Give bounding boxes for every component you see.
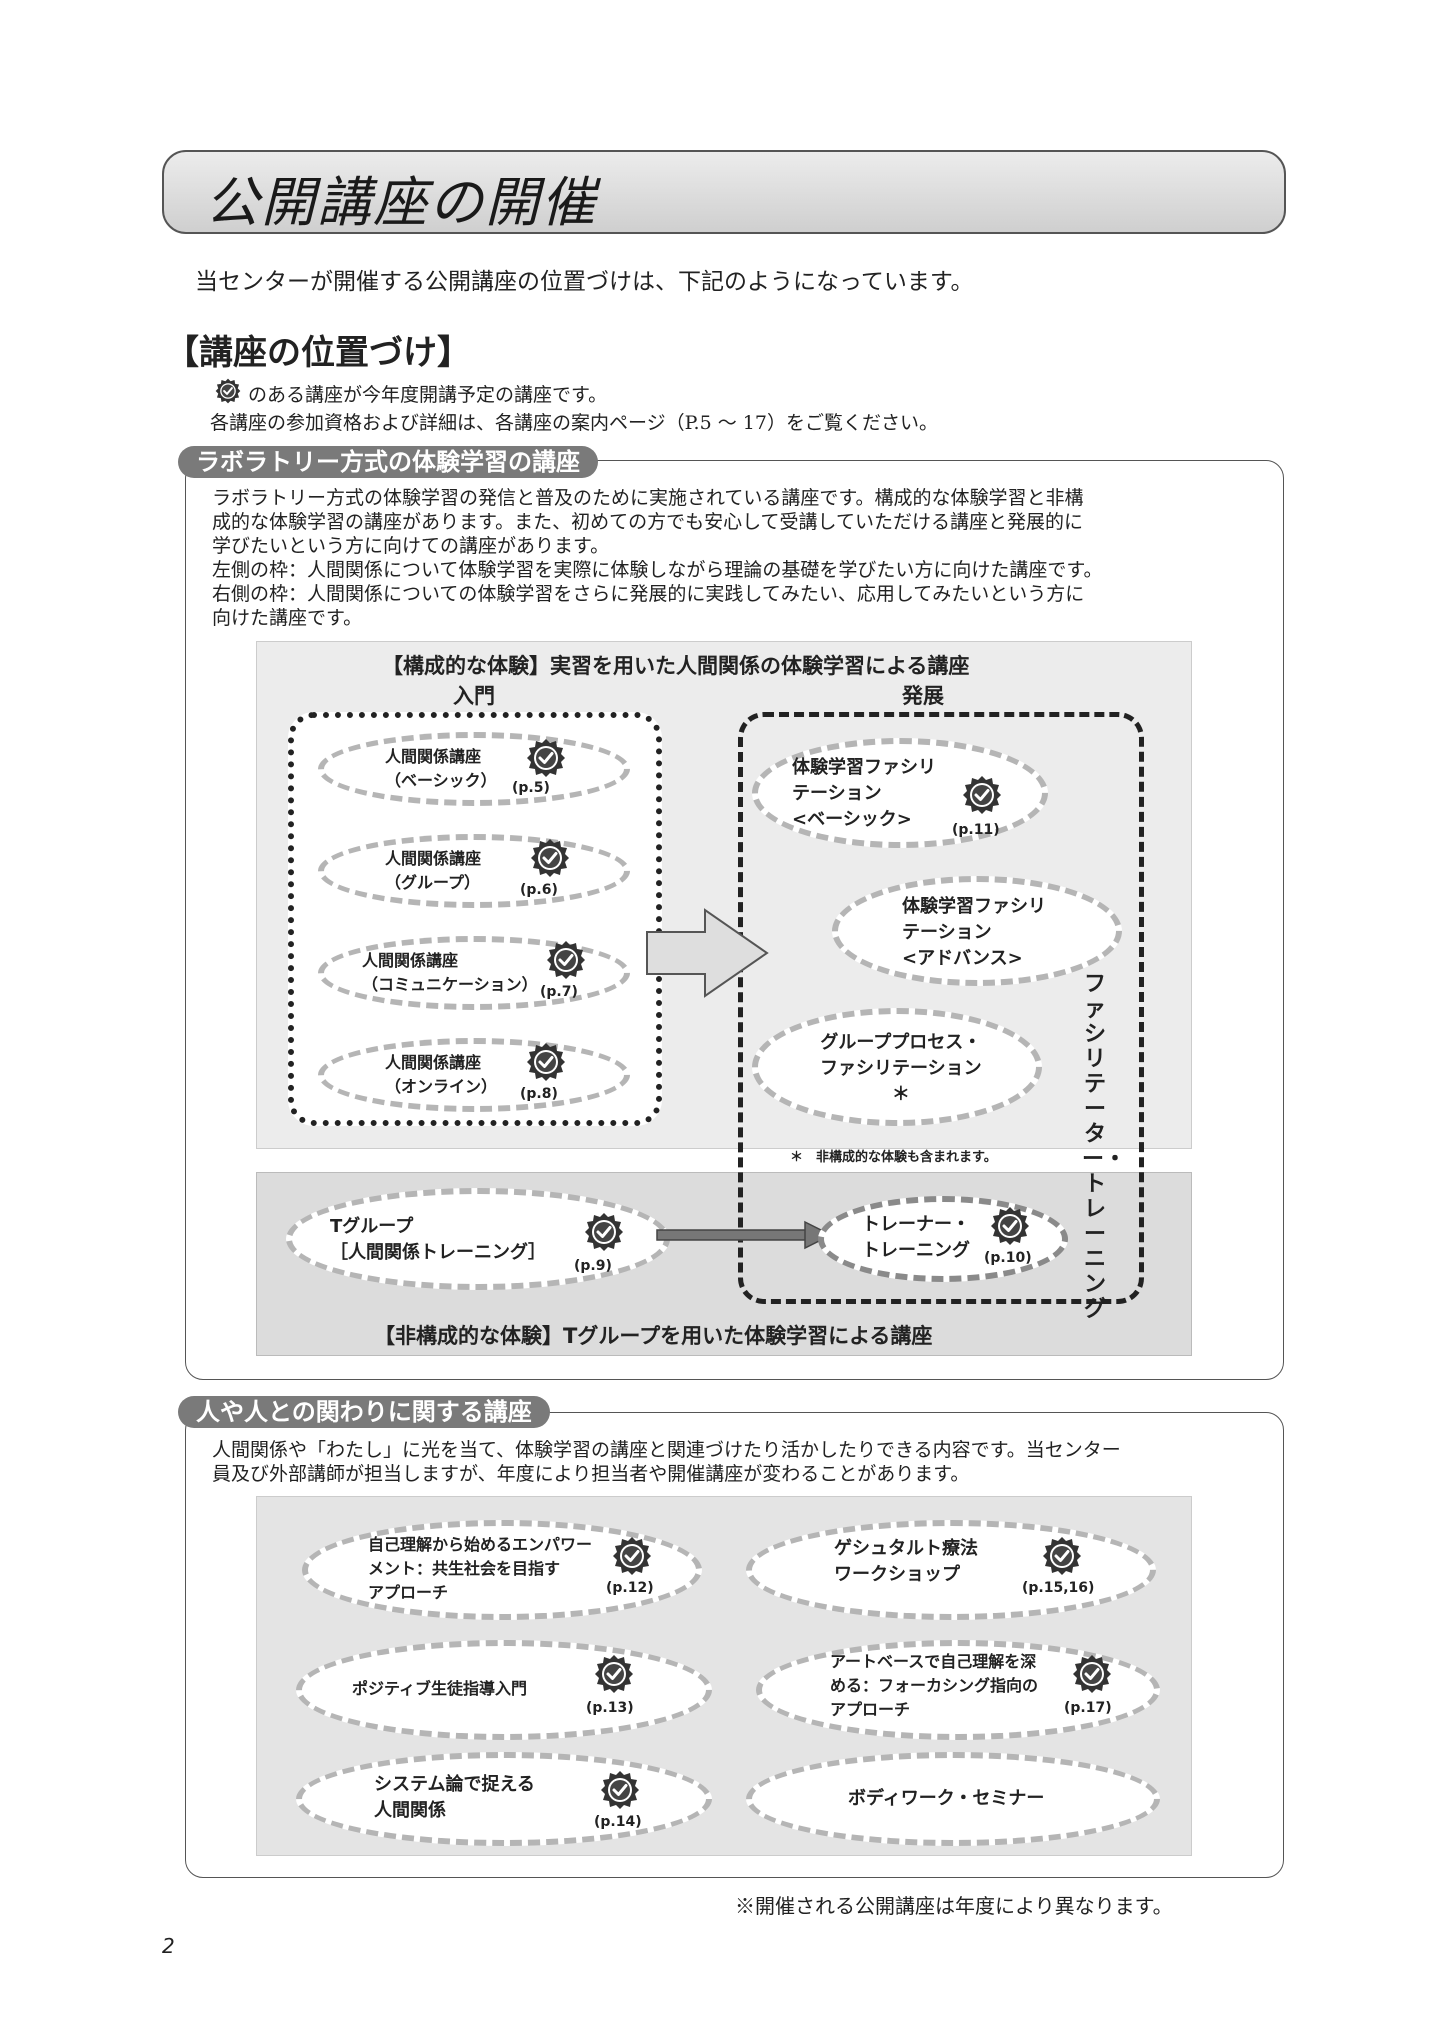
- course-name: Tグループ ［人間関係トレーニング］: [330, 1216, 546, 1263]
- relations-desc-line: 員及び外部講師が担当しますが、年度により担当者や開催講座が変わることがあります。: [212, 1463, 970, 1485]
- course-name: グループプロセス・ ファシリテーション ＊: [820, 1032, 982, 1105]
- advanced-label: 発展: [902, 684, 944, 708]
- unstructured-title: 【非構成的な体験】Tグループを用いた体験学習による講座: [374, 1324, 933, 1348]
- course-name: ボディワーク・セミナー: [848, 1788, 1045, 1809]
- course-name: アートベースで自己理解を深 める：フォーカシング指向の アプローチ: [830, 1652, 1039, 1719]
- check-badge-icon: [594, 1654, 634, 1694]
- course-name: ゲシュタルト療法 ワークショップ: [834, 1538, 978, 1585]
- page-ref: (p.6): [520, 882, 558, 898]
- bottom-note: ※開催される公開講座は年度により異なります。: [735, 1894, 1173, 1918]
- check-badge-icon: [600, 1770, 640, 1810]
- course-name: 人間関係講座 （コミュニケーション）: [362, 951, 538, 994]
- lab-section-tab: ラボラトリー方式の体験学習の講座: [178, 446, 598, 478]
- course-ellipse[interactable]: [318, 834, 630, 908]
- title-banner: [162, 150, 1286, 234]
- lab-desc-line: 左側の枠：人間関係について体験学習を実際に体験しながら理論の基礎を学びたい方に向…: [212, 559, 1103, 581]
- progression-arrow-icon: [656, 1220, 833, 1250]
- facilitator-training-label: ファシリテーター・トレーニング: [1082, 972, 1127, 1322]
- page-title: 公開講座の開催: [205, 171, 597, 234]
- page-ref: (p.7): [540, 984, 578, 1000]
- check-badge-icon: [1042, 1536, 1082, 1576]
- check-badge-icon: [990, 1206, 1030, 1246]
- course-ellipse[interactable]: [318, 732, 630, 806]
- lab-desc-line: 学びたいという方に向けての講座があります。: [212, 535, 610, 557]
- course-ellipse[interactable]: [318, 936, 630, 1010]
- course-name: システム論で捉える 人間関係: [374, 1774, 535, 1821]
- check-badge-icon: [526, 738, 566, 778]
- page-ref: (p.13): [586, 1700, 634, 1716]
- relations-description: 人間関係や「わたし」に光を当て、体験学習の講座と関連づけたり活かしたりできる内容…: [212, 1438, 1272, 1486]
- course-ellipse[interactable]: [818, 1196, 1068, 1282]
- page-ref: (p.5): [512, 780, 550, 796]
- course-name: 人間関係講座 （オンライン）: [385, 1053, 498, 1096]
- course-ellipse[interactable]: [286, 1188, 670, 1290]
- course-name: 人間関係講座 （ベーシック）: [385, 747, 497, 790]
- page-ref: (p.9): [574, 1258, 612, 1274]
- page-number: 2: [162, 1934, 175, 1958]
- course-name: 体験学習ファシリ テーション <アドバンス>: [902, 896, 1046, 969]
- advanced-frame: [738, 712, 1144, 1304]
- check-badge-icon: [526, 1042, 566, 1082]
- page-ref: (p.12): [606, 1580, 654, 1596]
- section-heading: 【講座の位置づけ】: [165, 333, 471, 373]
- progression-arrow-icon: [646, 908, 769, 998]
- course-ellipse[interactable]: [296, 1640, 712, 1740]
- course-ellipse[interactable]: [752, 1008, 1042, 1126]
- intro-text: 当センターが開催する公開講座の位置づけは、下記のようになっています。: [195, 269, 974, 295]
- course-name: 体験学習ファシリ テーション <ベーシック>: [792, 757, 936, 830]
- lab-desc-line: 向けた講座です。: [212, 607, 363, 629]
- course-ellipse[interactable]: [746, 1520, 1156, 1620]
- check-badge-icon: [530, 838, 570, 878]
- lab-description: ラボラトリー方式の体験学習の発信と普及のために実施されている講座です。構成的な体…: [212, 486, 1272, 630]
- footnote: ＊ 非構成的な体験も含まれます。: [790, 1150, 997, 1165]
- course-ellipse[interactable]: [296, 1752, 712, 1846]
- course-name: 人間関係講座 （グループ）: [385, 849, 482, 892]
- course-name: トレーナー・ トレーニング: [862, 1214, 970, 1261]
- page-ref: (p.15,16): [1022, 1580, 1095, 1596]
- relations-desc-line: 人間関係や「わたし」に光を当て、体験学習の講座と関連づけたり活かしたりできる内容…: [212, 1439, 1121, 1461]
- check-badge-icon: [584, 1212, 624, 1252]
- course-ellipse[interactable]: [746, 1752, 1160, 1846]
- page-ref: (p.17): [1064, 1700, 1112, 1716]
- course-name: ポジティブ生徒指導入門: [352, 1679, 528, 1698]
- lab-desc-line: 右側の枠：人間関係についての体験学習をさらに発展的に実践してみたい、応用してみた…: [212, 583, 1085, 605]
- relations-section-tab: 人や人との関わりに関する講座: [178, 1396, 550, 1428]
- page-ref: (p.14): [594, 1814, 642, 1830]
- intro-label: 入門: [453, 684, 495, 708]
- check-badge-icon: [612, 1536, 652, 1576]
- lab-desc-line: ラボラトリー方式の体験学習の発信と普及のために実施されている講座です。構成的な体…: [212, 487, 1084, 509]
- lab-desc-line: 成的な体験学習の講座があります。また、初めての方でも安心して受講していただける講…: [212, 511, 1083, 533]
- check-badge-icon: [962, 775, 1002, 815]
- course-ellipse[interactable]: [318, 1038, 630, 1112]
- check-badge-icon: [1072, 1654, 1112, 1694]
- page-ref: (p.10): [984, 1250, 1032, 1266]
- legend-note: のある講座が今年度開講予定の講座です。: [248, 384, 608, 406]
- page-ref: (p.8): [520, 1086, 558, 1102]
- detail-note: 各講座の参加資格および詳細は、各講座の案内ページ（P.5 ～ 17）をご覧くださ…: [210, 412, 938, 434]
- check-badge-icon: [546, 940, 586, 980]
- course-ellipse[interactable]: [832, 876, 1122, 986]
- course-name: 自己理解から始めるエンパワー メント：共生社会を目指す アプローチ: [368, 1535, 593, 1602]
- structured-title: 【構成的な体験】実習を用いた人間関係の体験学習による講座: [382, 654, 970, 678]
- page-ref: (p.11): [952, 822, 1000, 838]
- check-badge-icon: [215, 378, 241, 404]
